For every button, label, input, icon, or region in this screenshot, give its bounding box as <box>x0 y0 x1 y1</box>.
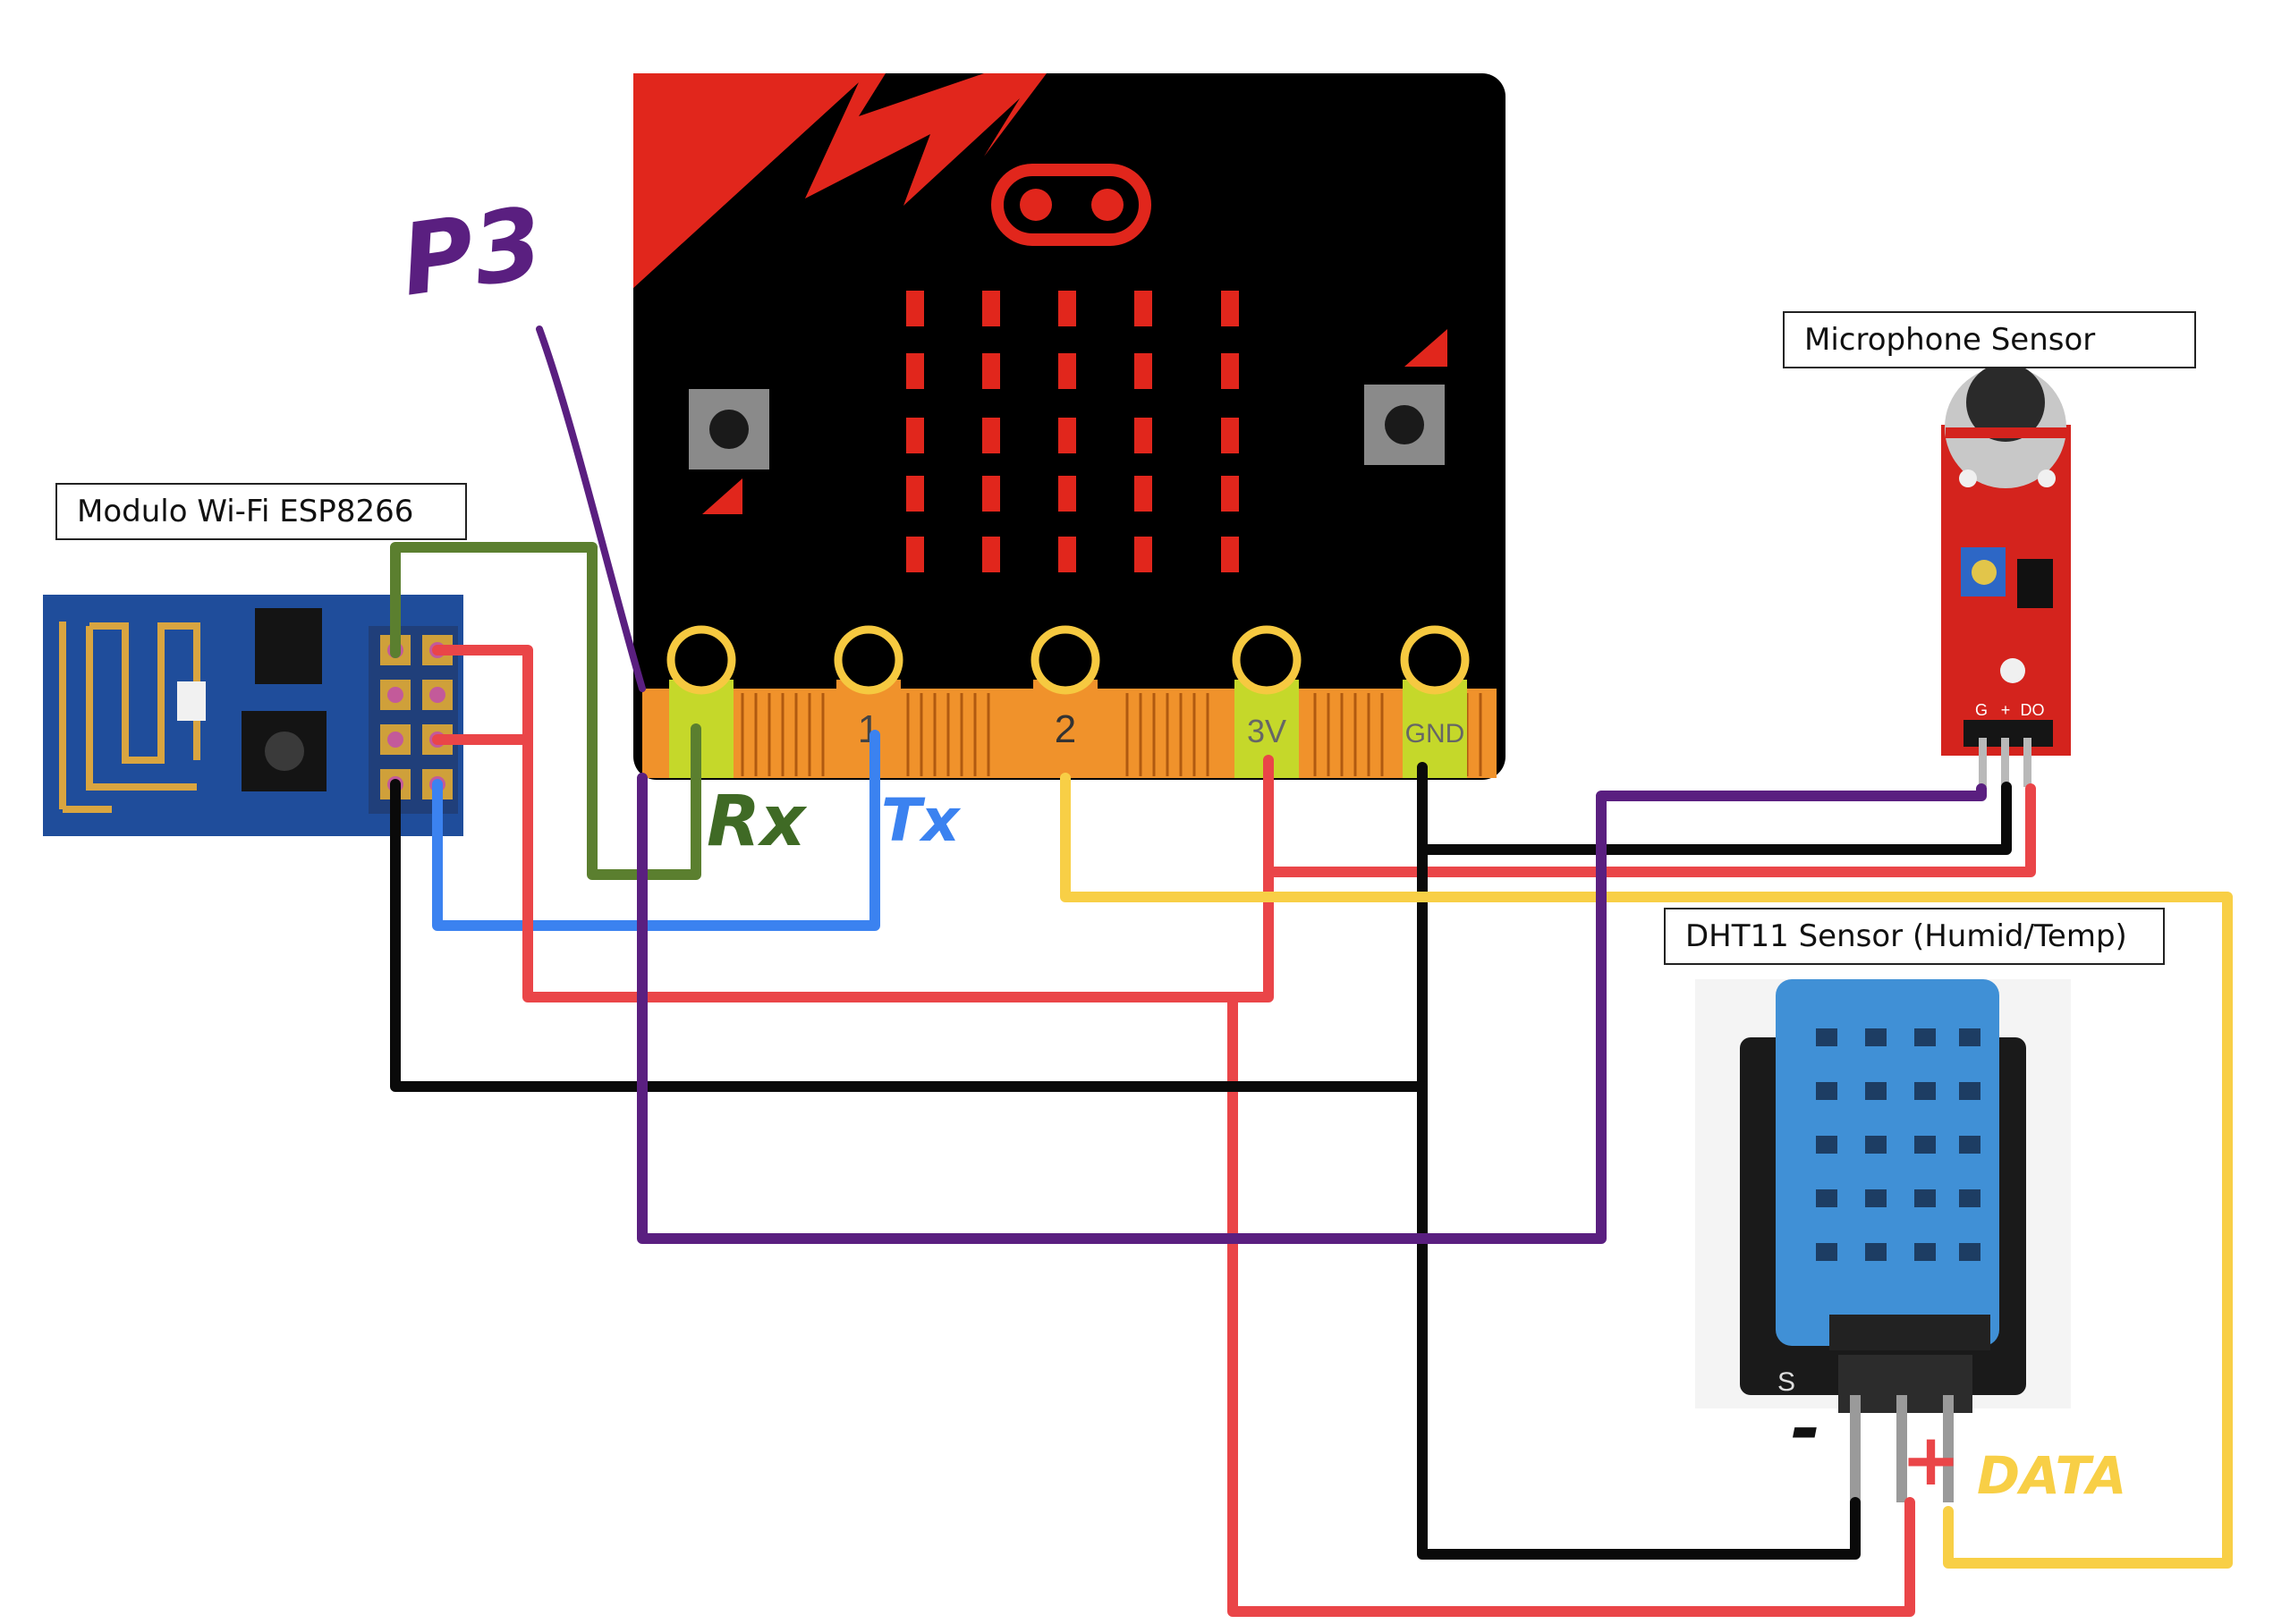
button-b <box>1364 329 1447 465</box>
tx-annotation: Tx <box>881 786 962 855</box>
esp-label: Modulo Wi-Fi ESP8266 <box>77 494 414 529</box>
rx-annotation: Rx <box>707 782 808 862</box>
mic-label-box: Microphone Sensor <box>1783 311 2196 368</box>
pad-gnd: GND <box>1400 625 1470 778</box>
mic-pin-plus-label: + <box>2001 701 2011 719</box>
dht-label-box: DHT11 Sensor (Humid/Temp) <box>1664 908 2165 965</box>
mic-label: Microphone Sensor <box>1804 322 2096 358</box>
p3-annotation: P3 <box>394 185 549 318</box>
wire-yellow-data <box>1060 773 2233 1569</box>
esp-label-box: Modulo Wi-Fi ESP8266 <box>55 483 467 540</box>
wire-red-esp <box>432 645 1274 1002</box>
mic-pin-do-label: DO <box>2021 701 2045 719</box>
data-annotation: DATA <box>1977 1445 2126 1506</box>
microbit-board: 1 2 3V GND <box>633 73 1505 780</box>
wire-purple-p3 <box>637 773 1987 1244</box>
wire-black-esp <box>390 762 1428 1092</box>
wire-red-mic <box>1263 783 2036 877</box>
dht11-sensor: S <box>1695 979 2071 1502</box>
led-matrix <box>906 291 1239 572</box>
wire-black-dht <box>1417 1081 1861 1560</box>
wire-black-mic <box>1417 782 2012 855</box>
mic-pin-g-label: G <box>1975 701 1988 719</box>
plus-annotation: + <box>1901 1418 1961 1501</box>
button-a <box>689 389 769 514</box>
pin-2-label: 2 <box>1055 707 1076 751</box>
wire-green-rx <box>390 542 701 880</box>
wire-purple-p3-pointer <box>536 326 646 692</box>
pin-3v-label: 3V <box>1247 713 1286 749</box>
dht-label: DHT11 Sensor (Humid/Temp) <box>1685 918 2127 954</box>
minus-annotation: - <box>1791 1387 1820 1470</box>
pad-2: 2 <box>1030 625 1100 778</box>
dht-s-label: S <box>1777 1367 1795 1397</box>
wire-red-dht <box>1227 996 1915 1617</box>
pin-gnd-label: GND <box>1405 719 1465 749</box>
pad-1: 1 <box>834 625 903 778</box>
wire-blue-tx <box>432 730 880 931</box>
microphone-sensor: G + DO <box>1941 363 2071 787</box>
